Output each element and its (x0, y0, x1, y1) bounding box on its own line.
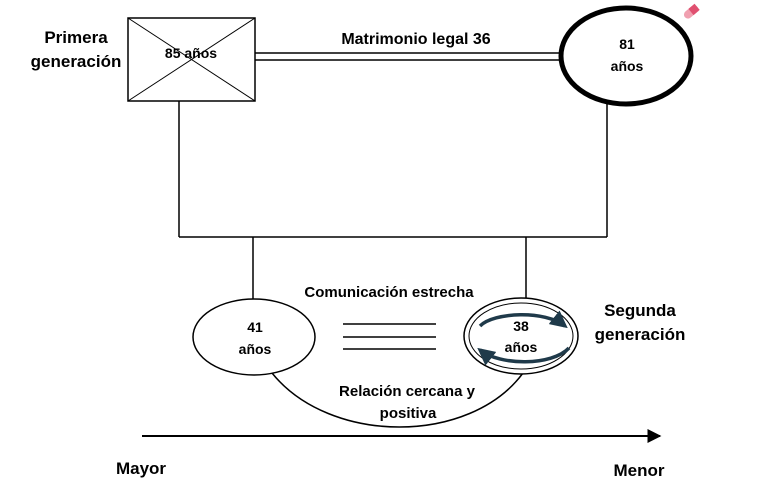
close-communication-line (343, 323, 436, 350)
second-generation-label-line1: Segunda (604, 301, 676, 320)
male-age-label: 85 años (165, 45, 217, 61)
female-age-line2: años (611, 58, 644, 74)
child-left-symbol (192, 298, 316, 376)
cycle-arrows-icon (477, 310, 571, 366)
child-right-age-line2: años (505, 339, 538, 355)
child-right-inner-ring (468, 302, 574, 370)
marriage-line (255, 52, 562, 61)
marriage-label: Matrimonio legal 36 (341, 31, 490, 48)
close-relation-arc (271, 372, 524, 428)
child-right-age-line1: 38 (513, 318, 529, 334)
axis-right-label: Menor (614, 461, 665, 480)
descent-lines (178, 101, 608, 300)
child-left-age-line2: años (239, 341, 272, 357)
second-generation-label-line2: generación (595, 325, 686, 344)
first-generation-label-line2: generación (31, 52, 122, 71)
child-left-age-line1: 41 (247, 319, 263, 335)
relation-label-line1: Relación cercana y (339, 383, 476, 400)
axis-left-label: Mayor (116, 459, 166, 478)
female-symbol (558, 5, 694, 107)
male-deceased-symbol (127, 17, 256, 102)
pill-icon (683, 3, 700, 19)
first-generation-label-line1: Primera (44, 28, 108, 47)
communication-label: Comunicación estrecha (304, 284, 474, 301)
relation-label-line2: positiva (380, 405, 437, 422)
female-age-line1: 81 (619, 36, 635, 52)
